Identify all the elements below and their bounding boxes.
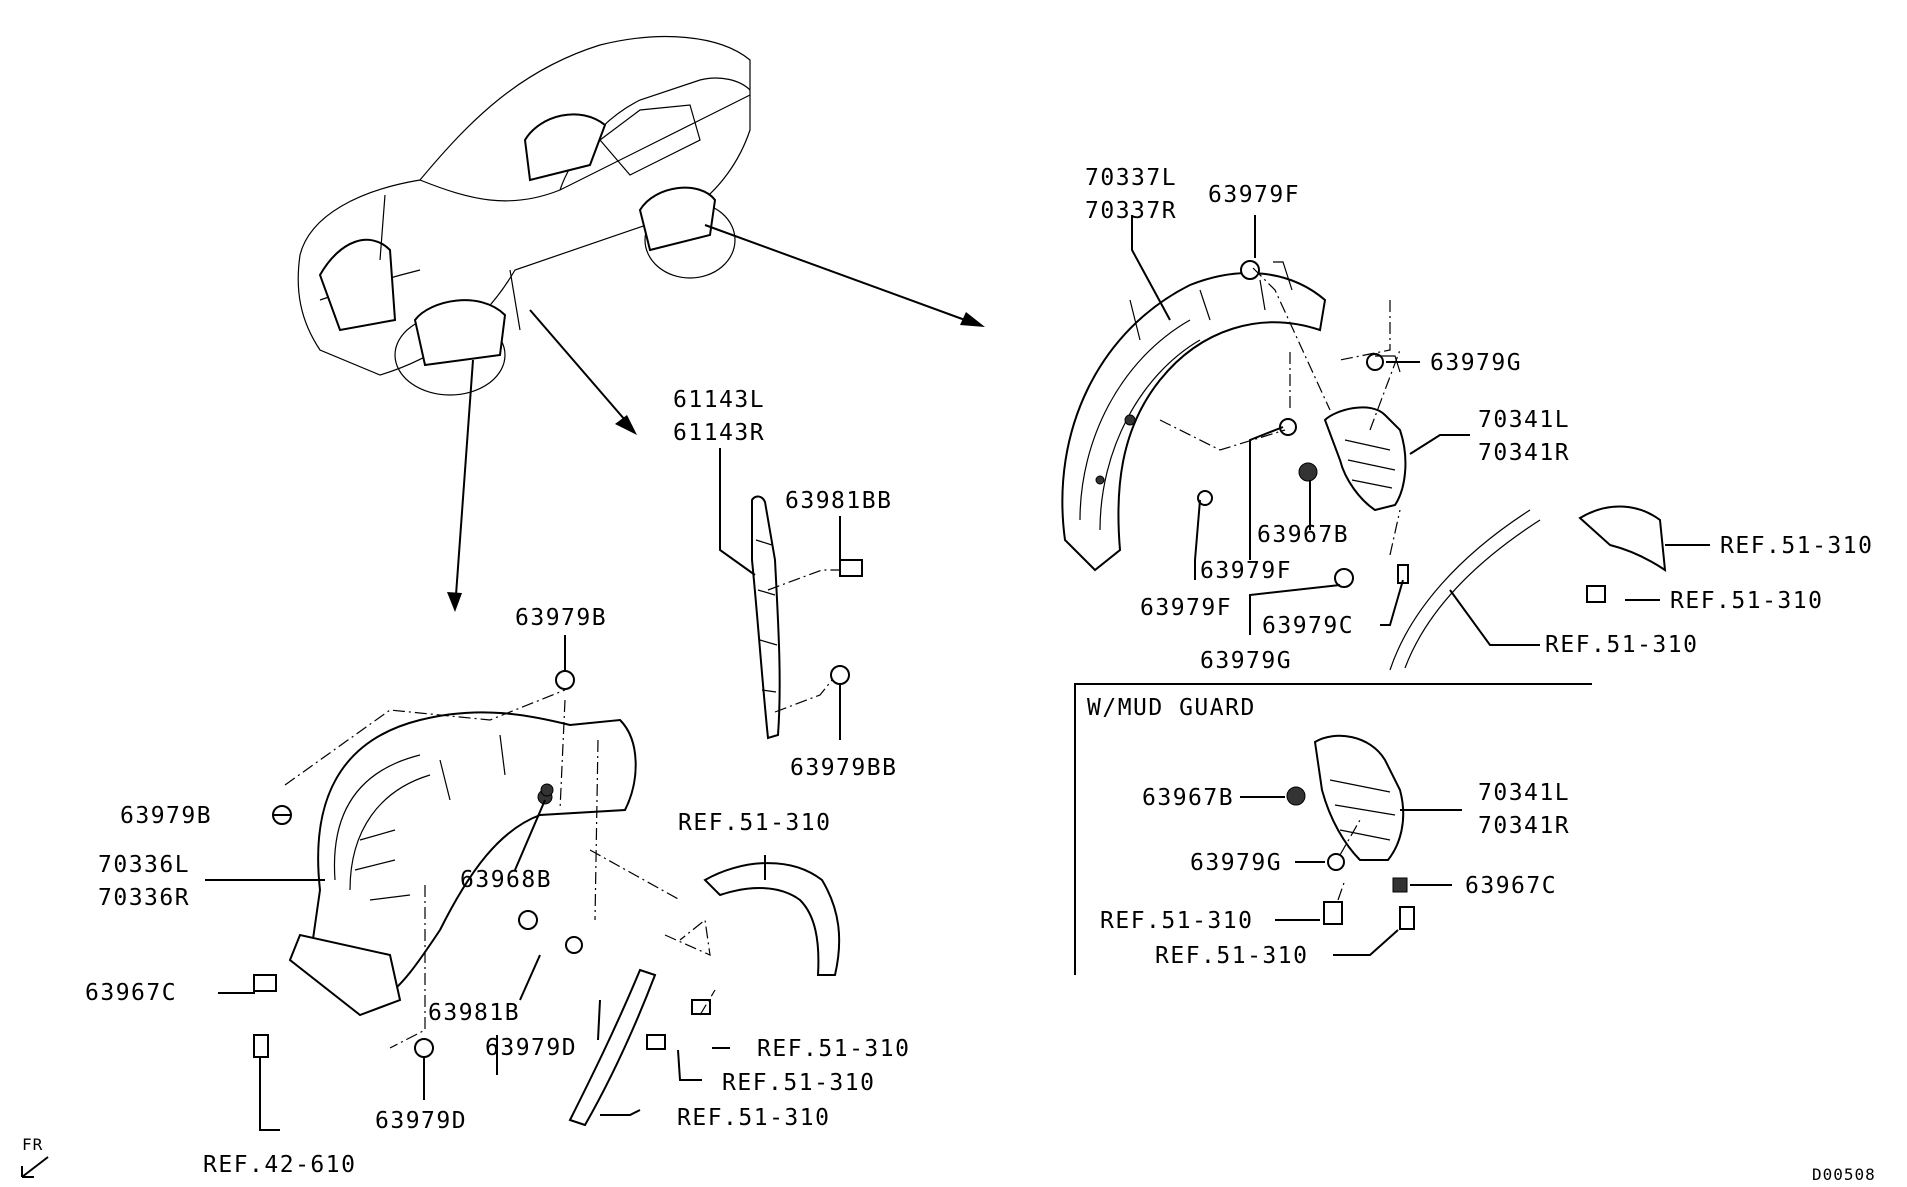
label-63979G-a: 63979G xyxy=(1430,350,1522,376)
label-63979F-top: 63979F xyxy=(1208,182,1300,208)
vehicle-overview xyxy=(297,35,751,396)
rear-trim-pieces xyxy=(1389,505,1667,671)
rear-fasteners xyxy=(1197,260,1606,603)
center-splash-shield xyxy=(751,495,863,740)
label-ref-box-2: REF.51-310 xyxy=(1155,943,1308,969)
label-61143R: 61143R xyxy=(673,420,765,446)
label-63979BB: 63979BB xyxy=(790,755,897,781)
label-63979F-low: 63979F xyxy=(1140,595,1232,621)
fr-label: FR xyxy=(22,1135,43,1154)
diagram-id: D00508 xyxy=(1812,1165,1876,1184)
label-63979B-top: 63979B xyxy=(515,605,607,631)
label-ref-rear-1: REF.51-310 xyxy=(1720,533,1873,559)
label-ref-front-2: REF.51-310 xyxy=(722,1070,875,1096)
rear-wheel-liner xyxy=(1061,272,1327,572)
label-63979G-b: 63979G xyxy=(1200,648,1292,674)
fr-arrow-icon xyxy=(21,1156,49,1178)
label-63968B: 63968B xyxy=(460,867,552,893)
label-61143L: 61143L xyxy=(673,387,765,413)
callout-arrows xyxy=(447,224,985,612)
label-ref-rear-2: REF.51-310 xyxy=(1670,588,1823,614)
label-70341L-a: 70341L xyxy=(1478,407,1570,433)
label-70336R: 70336R xyxy=(98,885,190,911)
leader-lines xyxy=(205,215,1710,1131)
label-63981B: 63981B xyxy=(428,1000,520,1026)
rear-dash-lines xyxy=(1159,261,1401,556)
front-fasteners xyxy=(253,670,711,1058)
label-63979B-left: 63979B xyxy=(120,803,212,829)
label-ref-box-1: REF.51-310 xyxy=(1100,908,1253,934)
label-ref-42-610: REF.42-610 xyxy=(203,1152,356,1178)
center-dash-lines xyxy=(767,569,840,713)
label-ref-front-3: REF.51-310 xyxy=(677,1105,830,1131)
label-ref-rear-3: REF.51-310 xyxy=(1545,632,1698,658)
label-ref-front-top: REF.51-310 xyxy=(678,810,831,836)
front-direction-marker: FR xyxy=(21,1135,49,1178)
label-70336L: 70336L xyxy=(98,852,190,878)
label-63967C-b: 63967C xyxy=(1465,873,1557,899)
label-63979D-b: 63979D xyxy=(375,1108,467,1134)
rear-mud-flap xyxy=(1323,406,1407,512)
label-63967B-b: 63967B xyxy=(1142,785,1234,811)
label-70341L-b: 70341L xyxy=(1478,780,1570,806)
label-63981BB: 63981BB xyxy=(785,488,892,514)
label-70337L: 70337L xyxy=(1085,165,1177,191)
label-70341R-b: 70341R xyxy=(1478,813,1570,839)
label-70337R: 70337R xyxy=(1085,198,1177,224)
mud-guard-box: W/MUD GUARD xyxy=(1074,683,1592,975)
label-63967B-a: 63967B xyxy=(1257,522,1349,548)
label-63979D-a: 63979D xyxy=(485,1035,577,1061)
label-63967C-a: 63967C xyxy=(85,980,177,1006)
front-trim-pieces xyxy=(568,862,841,1127)
box-title: W/MUD GUARD xyxy=(1087,695,1256,721)
front-dash-lines xyxy=(284,689,716,1049)
label-63979G-c: 63979G xyxy=(1190,850,1282,876)
label-ref-front-1: REF.51-310 xyxy=(757,1036,910,1062)
front-wheel-liner xyxy=(288,711,637,1017)
label-70341R-a: 70341R xyxy=(1478,440,1570,466)
label-63979C: 63979C xyxy=(1262,613,1354,639)
label-63979F-mid: 63979F xyxy=(1200,558,1292,584)
part-labels: 70337L 70337R 63979F 63979G 70341L 70341… xyxy=(85,165,1873,1178)
